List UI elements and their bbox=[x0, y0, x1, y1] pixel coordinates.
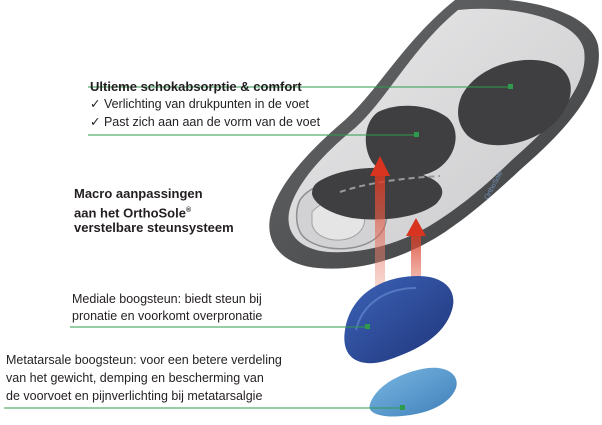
comfort-point-1: Verlichting van drukpunten in de voet bbox=[90, 96, 309, 112]
medial-arch-support bbox=[344, 276, 454, 364]
medial-line-1: Mediale boogsteun: biedt steun bij bbox=[72, 292, 262, 306]
registered-mark: ® bbox=[185, 207, 192, 214]
metatarsal-line-2: van het gewicht, demping en bescherming … bbox=[6, 371, 264, 385]
macro-line-2: aan het OrthoSole® bbox=[74, 203, 191, 221]
macro-line-1: Macro aanpassingen bbox=[74, 186, 203, 201]
metatarsal-line-3: de voorvoet en pijnverlichting bij metat… bbox=[6, 389, 263, 403]
medial-line-2: pronatie en voorkomt overpronatie bbox=[72, 309, 263, 323]
metatarsal-support bbox=[369, 367, 457, 417]
leader-lines bbox=[4, 86, 511, 409]
insole-pads bbox=[312, 59, 571, 220]
comfort-point-2: Past zich aan aan de vorm van de voet bbox=[90, 114, 320, 130]
leader-dots bbox=[365, 84, 513, 410]
metatarsal-line-1: Metatarsale boogsteun: voor een betere v… bbox=[6, 353, 282, 367]
comfort-title: Ultieme schokabsorptie & comfort bbox=[90, 79, 302, 94]
macro-line-2-text: aan het OrthoSole bbox=[74, 205, 186, 221]
macro-line-3: verstelbare steunsysteem bbox=[74, 220, 234, 235]
